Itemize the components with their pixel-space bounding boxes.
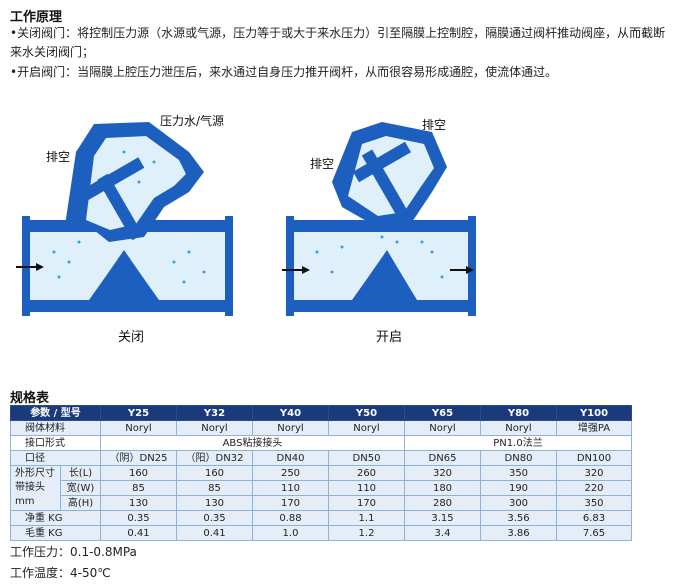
table-row: 外形尺寸 带接头 mm 长(L) 160 160 250 260 320 350…: [10, 465, 632, 511]
table-cell: 增强PA: [556, 420, 632, 436]
table-cell: 130: [100, 495, 177, 511]
table-cell: 350: [480, 465, 557, 481]
header-cell: Y100: [556, 405, 632, 421]
bullet-close-valve: •关闭阀门：将控制压力源（水源或气源，压力等于或大于来水压力）引至隔膜上控制腔，…: [10, 26, 666, 59]
table-cell: 170: [252, 495, 329, 511]
label-vent-left: 排空: [46, 150, 71, 164]
row-sublabel: 宽(W): [60, 480, 101, 496]
dims-label-line: 外形尺寸: [15, 468, 55, 479]
table-cell: 0.35: [100, 510, 177, 526]
table-cell: 1.2: [328, 525, 405, 541]
table-cell: DN40: [252, 450, 329, 466]
table-cell: 85: [176, 480, 253, 496]
spec-header-row: 参数 / 型号 Y25 Y32 Y40 Y50 Y65 Y80 Y100: [10, 405, 632, 421]
table-cell: 110: [328, 480, 405, 496]
table-cell: 0.41: [100, 525, 177, 541]
dims-label-line: mm: [15, 496, 35, 507]
table-row: 接口形式 ABS粘接接头 PN1.0法兰: [10, 435, 632, 451]
table-cell: 1.0: [252, 525, 329, 541]
header-cell: Y40: [252, 405, 329, 421]
table-cell: 320: [404, 465, 481, 481]
row-label: 毛重 KG: [10, 525, 101, 541]
table-cell: Noryl: [100, 420, 177, 436]
note-working-pressure: 工作压力：0.1-0.8MPa: [10, 545, 137, 559]
dims-label-line: 带接头: [15, 482, 45, 493]
table-cell: 0.88: [252, 510, 329, 526]
table-cell: （阴）DN25: [100, 450, 177, 466]
table-row: 毛重 KG 0.41 0.41 1.0 1.2 3.4 3.86 7.65: [10, 525, 632, 541]
header-cell: Y32: [176, 405, 253, 421]
table-cell: 6.83: [556, 510, 632, 526]
table-cell: DN80: [480, 450, 557, 466]
header-cell: Y80: [480, 405, 557, 421]
table-cell: 190: [480, 480, 557, 496]
bullet-open-valve: •开启阀门：当隔膜上腔压力泄压后，来水通过自身压力推开阀杆，从而很容易形成通腔，…: [10, 65, 558, 79]
section-title-spec-table: 规格表: [10, 391, 50, 406]
row-label: 阀体材料: [10, 420, 101, 436]
spec-table: 参数 / 型号 Y25 Y32 Y40 Y50 Y65 Y80 Y100 阀体材…: [10, 405, 632, 541]
table-cell: 160: [176, 465, 253, 481]
row-sublabel: 高(H): [60, 495, 101, 511]
table-cell: 3.15: [404, 510, 481, 526]
table-row: 净重 KG 0.35 0.35 0.88 1.1 3.15 3.56 6.83: [10, 510, 632, 526]
table-cell: 280: [404, 495, 481, 511]
table-cell: 3.86: [480, 525, 557, 541]
header-cell: Y65: [404, 405, 481, 421]
table-row: 宽(W) 85 85 110 110 180 190 220: [11, 480, 632, 496]
valve-closed-diagram: [16, 122, 233, 316]
table-cell: ABS粘接接头: [100, 435, 405, 451]
row-label: 接口形式: [10, 435, 101, 451]
table-cell: Noryl: [480, 420, 557, 436]
table-cell: （阳）DN32: [176, 450, 253, 466]
table-cell: Noryl: [252, 420, 329, 436]
table-row: 高(H) 130 130 170 170 280 300 350: [11, 495, 632, 511]
header-cell: 参数 / 型号: [10, 405, 101, 421]
row-label: 口径: [10, 450, 101, 466]
table-cell: DN50: [328, 450, 405, 466]
table-row: 口径 （阴）DN25 （阳）DN32 DN40 DN50 DN65 DN80 D…: [10, 450, 632, 466]
table-cell: 3.4: [404, 525, 481, 541]
table-cell: 180: [404, 480, 481, 496]
row-label-dims: 外形尺寸 带接头 mm: [10, 465, 61, 511]
table-cell: DN100: [556, 450, 632, 466]
table-cell: 1.1: [328, 510, 405, 526]
table-cell: 7.65: [556, 525, 632, 541]
table-cell: 170: [328, 495, 405, 511]
table-cell: Noryl: [176, 420, 253, 436]
table-cell: 110: [252, 480, 329, 496]
label-pressure-source: 压力水/气源: [160, 114, 225, 128]
table-cell: 300: [480, 495, 557, 511]
table-row: 阀体材料 Noryl Noryl Noryl Noryl Noryl Noryl…: [10, 420, 632, 436]
table-cell: 0.35: [176, 510, 253, 526]
valve-open-diagram: [282, 122, 476, 316]
table-cell: 260: [328, 465, 405, 481]
table-cell: Noryl: [328, 420, 405, 436]
caption-closed: 关闭: [118, 330, 145, 345]
table-cell: 320: [556, 465, 632, 481]
note-working-temperature: 工作温度：4-50℃: [10, 566, 111, 580]
caption-open: 开启: [376, 330, 403, 345]
table-cell: 160: [100, 465, 177, 481]
row-label: 净重 KG: [10, 510, 101, 526]
row-sublabel: 长(L): [60, 465, 101, 481]
table-cell: Noryl: [404, 420, 481, 436]
section-title-working-principle: 工作原理: [10, 10, 63, 25]
table-cell: 85: [100, 480, 177, 496]
label-vent-top: 排空: [422, 118, 447, 132]
header-cell: Y25: [100, 405, 177, 421]
table-cell: DN65: [404, 450, 481, 466]
table-cell: 350: [556, 495, 632, 511]
table-cell: 250: [252, 465, 329, 481]
table-cell: 3.56: [480, 510, 557, 526]
table-cell: 130: [176, 495, 253, 511]
table-cell: 0.41: [176, 525, 253, 541]
header-cell: Y50: [328, 405, 405, 421]
label-vent-right-side: 排空: [310, 157, 335, 171]
table-cell: 220: [556, 480, 632, 496]
table-cell: PN1.0法兰: [404, 435, 632, 451]
